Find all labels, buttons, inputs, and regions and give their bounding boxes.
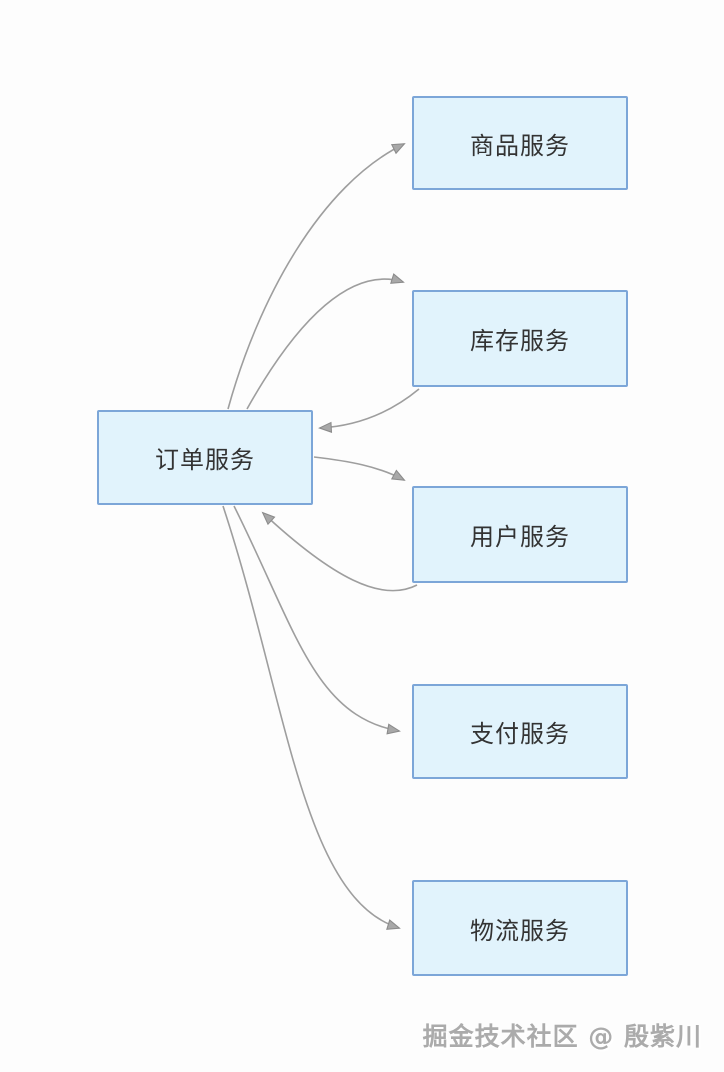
- node-payment-service-label: 支付服务: [470, 720, 570, 748]
- node-product-service: 商品服务: [412, 96, 628, 190]
- edge-order-to-inventory: [246, 273, 405, 410]
- node-logistics-service-label: 物流服务: [470, 916, 570, 945]
- node-order-service-label: 订单服务: [155, 446, 255, 474]
- node-user-service-label: 用户服务: [470, 523, 570, 551]
- node-user-service: 用户服务: [412, 486, 628, 583]
- edge-order-to-logistics: [222, 505, 401, 930]
- node-logistics-service: 物流服务: [412, 880, 628, 976]
- edge-order-to-payment: [233, 505, 401, 735]
- edge-order-to-user: [313, 456, 406, 481]
- node-inventory-service: 库存服务: [412, 290, 628, 387]
- watermark-text: 掘金技术社区 @ 殷紫川: [422, 1022, 702, 1051]
- node-order-service: 订单服务: [97, 410, 313, 505]
- edge-user-to-order: [261, 511, 418, 592]
- node-payment-service: 支付服务: [412, 684, 628, 779]
- edge-order-to-product: [227, 143, 406, 410]
- node-product-service-label: 商品服务: [470, 131, 570, 160]
- node-inventory-service-label: 库存服务: [470, 327, 570, 355]
- edge-inventory-to-order: [318, 388, 420, 433]
